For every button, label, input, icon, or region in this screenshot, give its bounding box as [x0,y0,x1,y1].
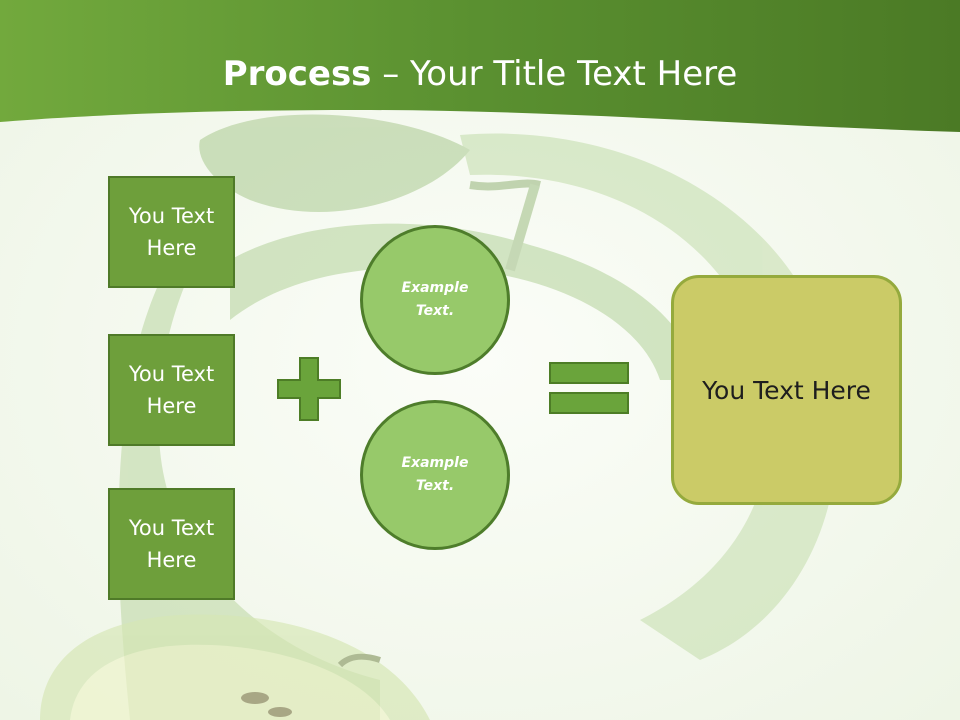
text-box-1[interactable]: You Text Here [108,176,235,288]
text-box-1-label: You Text Here [128,204,215,260]
text-box-2[interactable]: You Text Here [108,334,235,446]
equals-icon [549,362,629,414]
title-bold: Process [222,54,372,94]
result-box[interactable]: You Text Here [671,275,902,505]
example-circle-1[interactable]: Example Text. [360,225,510,375]
example-circle-1-label: Example Text. [401,280,469,319]
text-box-3[interactable]: You Text Here [108,488,235,600]
example-circle-2-label: Example Text. [401,455,469,494]
title-rest: – Your Title Text Here [371,54,738,94]
header-band [0,0,960,132]
example-circle-2[interactable]: Example Text. [360,400,510,550]
text-box-3-label: You Text Here [128,516,215,572]
plus-icon [277,357,341,421]
apple-half-illustration [40,614,430,720]
result-box-label: You Text Here [702,375,871,405]
page-title: Process – Your Title Text Here [0,52,960,96]
text-box-2-label: You Text Here [128,362,215,418]
